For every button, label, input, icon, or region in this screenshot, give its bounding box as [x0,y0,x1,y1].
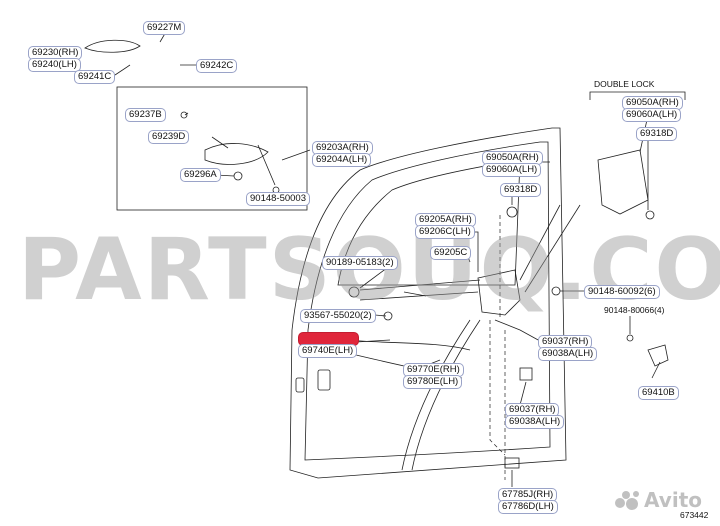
handle-detail-box [116,86,308,211]
outside-handle-shape [84,39,141,53]
part-label-69240[interactable]: 69240(LH) [28,58,81,72]
part-label-69206C[interactable]: 69206C(LH) [415,225,475,239]
watermark: PARTSOUQ.COM [18,220,720,320]
part-label-69060A-double-lock[interactable]: 69060A(LH) [622,108,682,122]
handle-frame-shape [204,143,269,165]
part-label-69318D[interactable]: 69318D [500,183,542,197]
avito-logo-text: Avito [644,488,702,512]
avito-logo: Avito [614,488,702,512]
part-label-93567-55020[interactable]: 93567-55020(2) [300,309,376,323]
part-label-69038A-no1[interactable]: 69038A(LH) [538,347,598,361]
part-label-90148-60092[interactable]: 90148-60092(6) [584,285,660,299]
part-label-90148-50003[interactable]: 90148-50003 [246,192,310,206]
figure-code: 673442 [680,510,709,520]
part-label-69239D[interactable]: 69239D [148,130,190,144]
part-label-69242C[interactable]: 69242C [196,59,238,73]
part-label-69227M[interactable]: 69227M [143,21,186,35]
part-label-69410B[interactable]: 69410B [638,386,679,400]
part-label-69038A-no2[interactable]: 69038A(LH) [505,415,565,429]
part-label-69740E[interactable]: 69740E(LH) [298,344,358,358]
part-label-69060A[interactable]: 69060A(LH) [482,163,542,177]
avito-logo-icon [615,491,640,510]
part-label-69780E[interactable]: 69780E(LH) [403,375,463,389]
part-label-69241C[interactable]: 69241C [74,70,116,84]
part-label-67786D[interactable]: 67786D(LH) [498,500,558,514]
double-lock-body [597,149,649,215]
part-label-69318D-double-lock[interactable]: 69318D [636,127,678,141]
door-inner-outline [304,141,551,461]
door-lock-body [477,269,521,316]
part-label-69296A[interactable]: 69296A [180,168,221,182]
double-lock-bracket [589,91,686,100]
lock-striker-shape [647,344,669,367]
double-lock-title: DOUBLE LOCK [594,79,655,89]
part-label-69204A[interactable]: 69204A(LH) [312,153,372,167]
door-outer-outline [289,127,567,479]
part-label-90148-80066[interactable]: 90148-80066(4) [604,305,665,315]
part-label-69205C[interactable]: 69205C [430,246,472,260]
part-label-90189-05183[interactable]: 90189-05183(2) [322,256,398,270]
part-label-69237B[interactable]: 69237B [125,108,166,122]
part-label-69770E[interactable]: 69770E(RH) [403,363,464,377]
